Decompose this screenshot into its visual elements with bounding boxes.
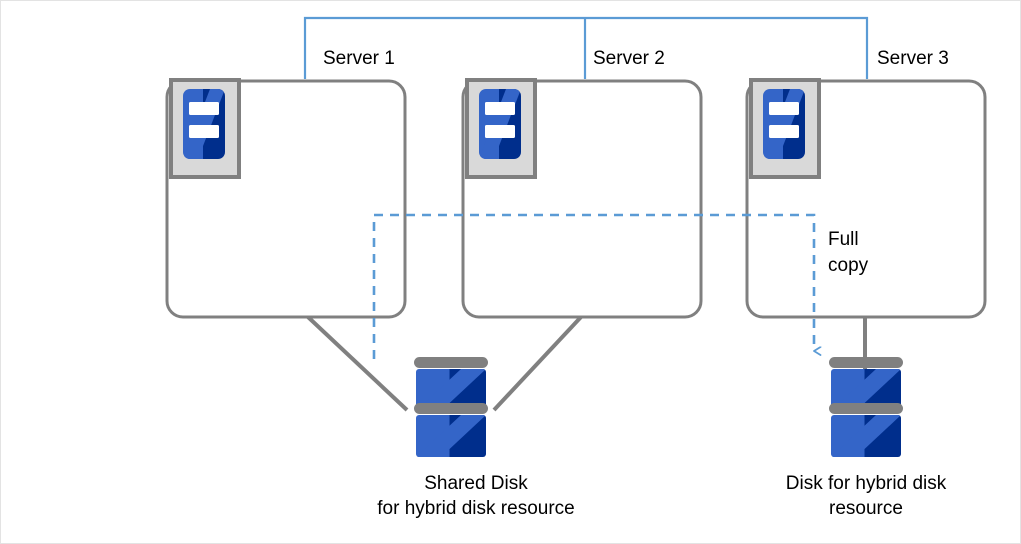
server-label-3: Server 3 xyxy=(877,48,949,69)
shared-disk-icon xyxy=(414,357,488,457)
hybrid-disk-icon xyxy=(829,357,903,457)
connector-server2-to-shared-disk xyxy=(492,315,583,412)
hybrid-disk-label-line1: Disk for hybrid disk xyxy=(785,473,947,494)
server-icon-1 xyxy=(169,78,241,179)
network-bus xyxy=(303,16,869,79)
shared-disk-label-line2: for hybrid disk resource xyxy=(377,498,575,519)
connector-server1-to-shared-disk xyxy=(306,315,409,412)
full-copy-label-line2: copy xyxy=(828,255,869,276)
full-copy-path xyxy=(372,213,814,359)
server-label-1: Server 1 xyxy=(323,48,395,69)
hybrid-disk-label-line2: resource xyxy=(829,498,903,519)
shared-disk-label-line1: Shared Disk xyxy=(424,473,528,494)
server-icon-2 xyxy=(465,78,537,179)
server-icon-3 xyxy=(749,78,821,179)
server-label-2: Server 2 xyxy=(593,48,665,69)
full-copy-label-line1: Full xyxy=(828,229,859,250)
